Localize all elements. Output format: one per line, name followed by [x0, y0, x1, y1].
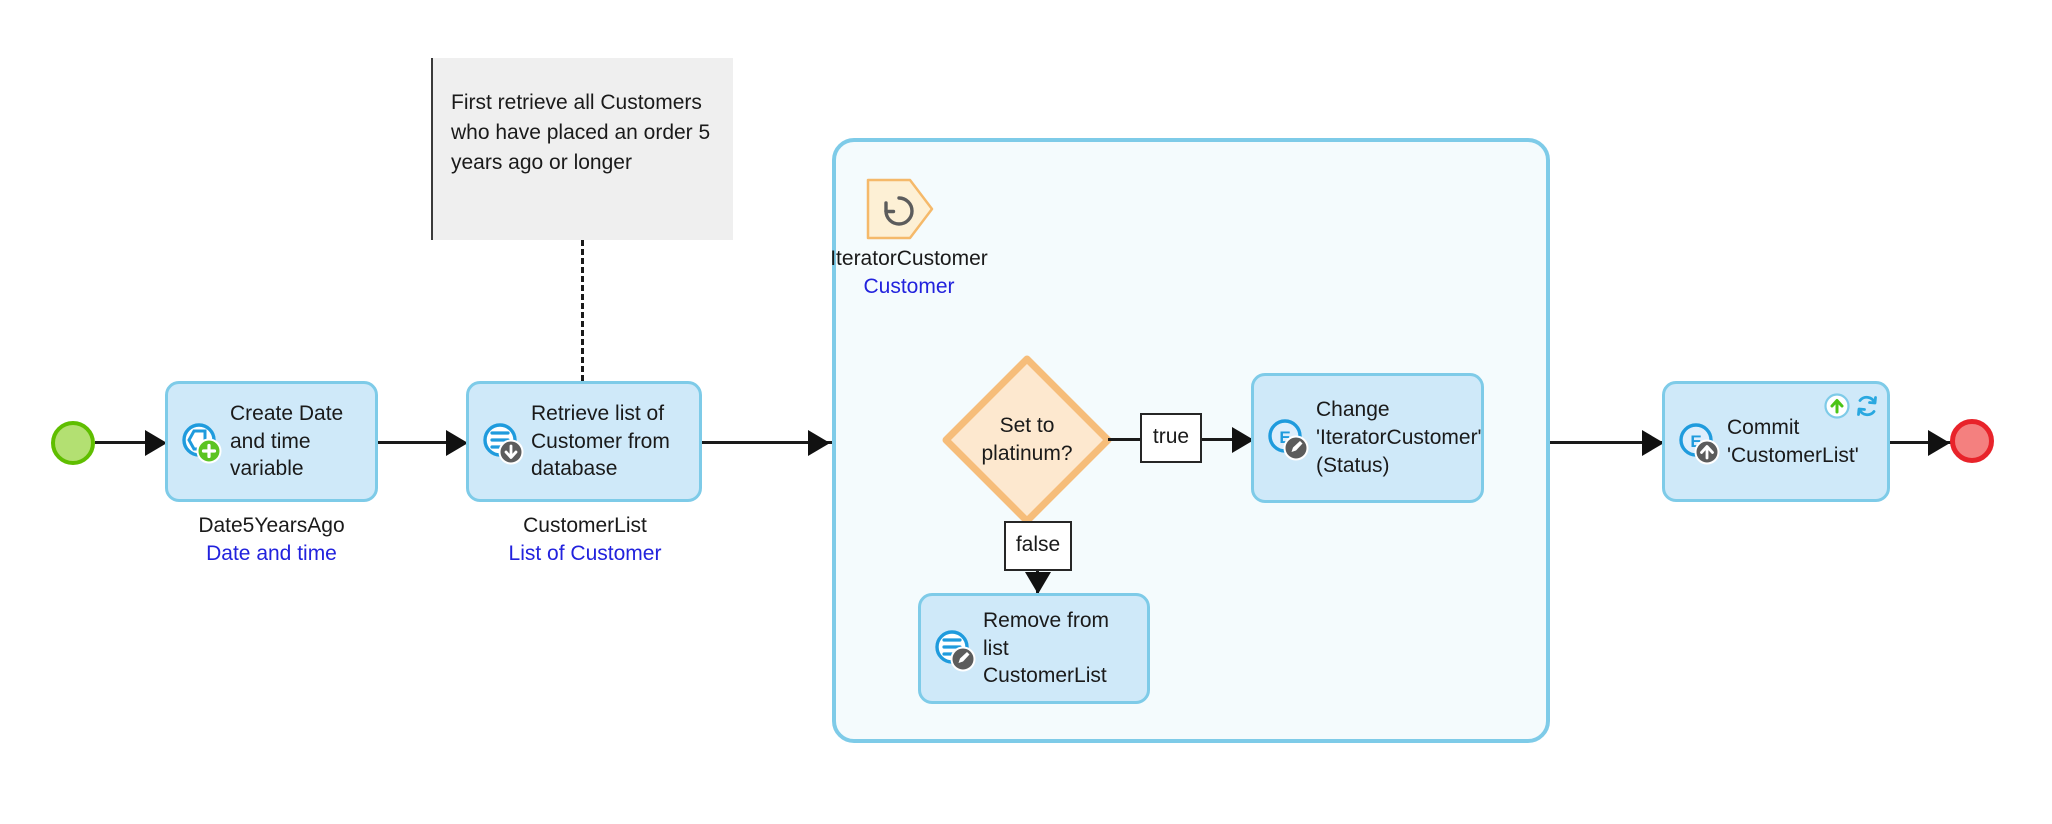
caption-retrieve-list-name: CustomerList	[523, 514, 647, 537]
activity-retrieve-list[interactable]: Retrieve list of Customer from database	[466, 381, 702, 502]
loop-iterator-icon	[866, 178, 936, 240]
caption-create-variable-name: Date5YearsAgo	[198, 514, 345, 537]
end-event[interactable]	[1950, 419, 1994, 463]
flow-arrow-commit-to-end	[1928, 430, 1950, 456]
flow-create-to-retrieve	[378, 441, 464, 444]
decision-set-to-platinum[interactable]: Set to platinum?	[942, 355, 1112, 525]
flow-loop-to-commit	[1550, 441, 1666, 444]
caption-loop-iterator-type: Customer	[863, 275, 955, 299]
flow-arrow-retrieve-to-loop	[808, 430, 830, 456]
activity-create-variable[interactable]: Create Date and time variable	[165, 381, 378, 502]
activity-retrieve-list-label: Retrieve list of Customer from database	[531, 401, 670, 481]
activity-remove-from-list[interactable]: Remove from list CustomerList	[918, 593, 1150, 704]
flow-commit-to-end	[1890, 441, 1954, 444]
flow-decision-true-line-a	[1108, 438, 1140, 441]
activity-commit-object-label: Commit 'CustomerList'	[1727, 415, 1859, 467]
annotation-line-3: years ago or longer	[451, 150, 632, 174]
activity-change-object[interactable]: E Change 'IteratorCustomer' (Status)	[1251, 373, 1484, 503]
caption-retrieve-list-type: List of Customer	[508, 542, 662, 566]
annotation-connector	[581, 240, 584, 390]
flow-arrow-loop-to-commit	[1642, 430, 1664, 456]
decision-label-line-2: platinum?	[981, 442, 1073, 465]
activity-remove-from-list-label: Remove from list CustomerList	[983, 608, 1110, 688]
activity-commit-object[interactable]: E Commit 'CustomerList'	[1662, 381, 1890, 502]
commit-up-arrow-badge	[1823, 392, 1851, 420]
annotation-line-1: First retrieve all Customers	[451, 91, 702, 114]
decision-label-line-1: Set to	[999, 414, 1055, 438]
flow-label-true-text: true	[1152, 425, 1190, 448]
refresh-client-badge	[1853, 392, 1881, 420]
caption-loop-iterator-name: IteratorCustomer	[830, 247, 988, 270]
change-object-icon: E	[1264, 416, 1312, 464]
caption-create-variable-type: Date and time	[206, 542, 337, 566]
activity-create-variable-label: Create Date and time variable	[230, 401, 344, 481]
commit-object-icon: E	[1675, 420, 1723, 468]
flow-arrow-create-to-retrieve	[446, 430, 468, 456]
flow-retrieve-to-loop	[702, 441, 832, 444]
caption-retrieve-list: CustomerList List of Customer	[450, 512, 720, 568]
flow-arrow-start-to-create	[145, 430, 167, 456]
annotation-note[interactable]: First retrieve all Customers who have pl…	[433, 58, 733, 240]
flow-label-false-text: false	[1015, 533, 1061, 556]
start-event[interactable]	[51, 421, 95, 465]
flow-decision-true-line-b	[1202, 438, 1256, 441]
flow-arrow-false-to-remove	[1025, 572, 1051, 594]
retrieve-from-database-icon	[479, 420, 527, 468]
create-variable-icon	[178, 420, 226, 468]
flow-arrow-true-to-change	[1232, 427, 1254, 453]
svg-text:E: E	[1279, 428, 1290, 447]
activity-change-object-label: Change 'IteratorCustomer' (Status)	[1316, 398, 1482, 477]
flow-label-true[interactable]: true	[1140, 413, 1202, 463]
annotation-line-2: who have placed an order 5	[451, 120, 711, 144]
svg-text:E: E	[1690, 432, 1701, 451]
decision-label: Set to platinum?	[942, 355, 1112, 525]
caption-loop-iterator: IteratorCustomer Customer	[814, 245, 1004, 301]
flow-label-false[interactable]: false	[1004, 521, 1072, 571]
caption-create-variable: Date5YearsAgo Date and time	[145, 512, 398, 568]
change-list-icon	[931, 627, 979, 675]
flow-start-to-create	[95, 441, 159, 444]
